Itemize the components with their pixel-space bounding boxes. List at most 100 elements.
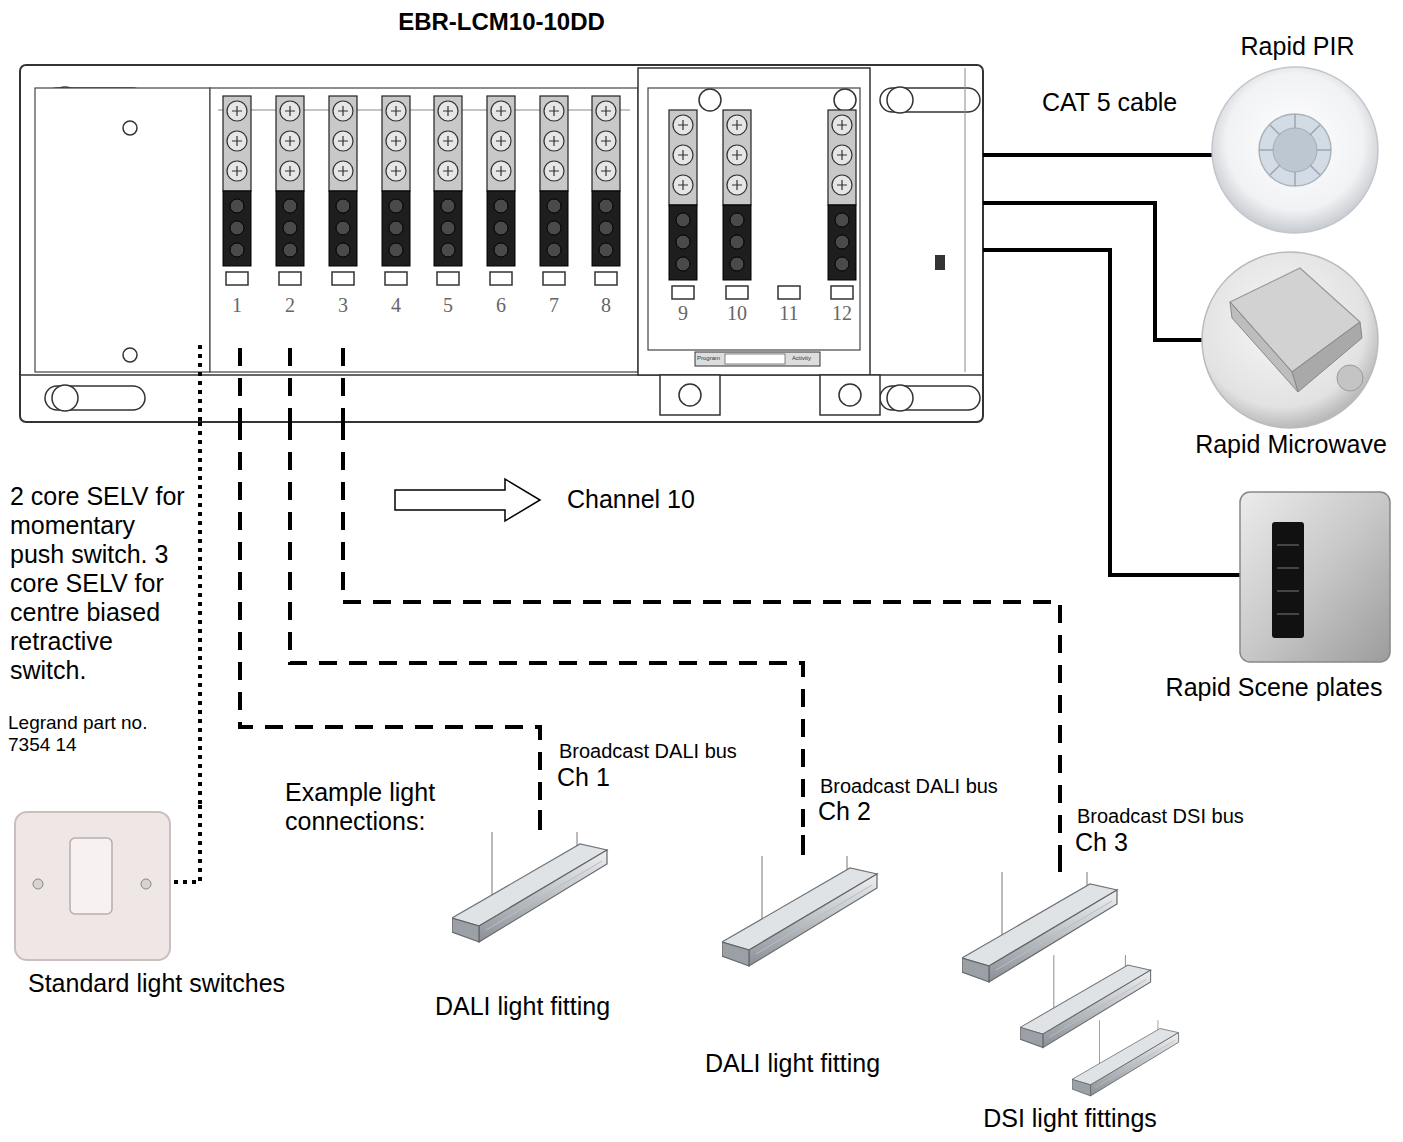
channel-number: 12 bbox=[822, 302, 862, 325]
light-switch-image bbox=[70, 838, 112, 914]
controller-unit: EBR-LCM10-10DD bbox=[20, 8, 983, 422]
device-label: Rapid Microwave bbox=[1195, 430, 1387, 459]
channel-tag: Ch 1 bbox=[557, 763, 610, 792]
wire-stubs bbox=[1148, 573, 1242, 577]
controller-housing bbox=[669, 110, 697, 299]
light-fittings-image bbox=[452, 832, 607, 942]
controller-housing bbox=[660, 375, 720, 415]
part-number: Legrand part no. 7354 14 bbox=[8, 712, 158, 756]
controller-housing bbox=[834, 89, 856, 111]
device-label: Rapid PIR bbox=[1241, 32, 1355, 61]
controller-housing bbox=[699, 89, 721, 111]
light-fittings-image bbox=[1072, 1020, 1179, 1096]
wire-stubs bbox=[341, 348, 345, 422]
led-label: Program bbox=[697, 355, 720, 362]
microwave-sensor-image bbox=[1230, 302, 1298, 392]
pir-sensor-image bbox=[1212, 67, 1378, 233]
light-switch-image bbox=[15, 812, 170, 960]
wire-stubs bbox=[538, 810, 542, 830]
controller-housing bbox=[276, 96, 304, 285]
controller-housing bbox=[648, 88, 860, 350]
controller-housing bbox=[123, 348, 137, 362]
edge-label: Broadcast DALI bus bbox=[818, 775, 1000, 798]
microwave-sensor-image bbox=[1292, 322, 1362, 392]
dsi-fittings: DSI light fittings bbox=[960, 852, 1180, 1137]
wire-stubs bbox=[198, 345, 202, 422]
wire-stubs bbox=[288, 348, 292, 422]
light-switch: Standard light switches bbox=[15, 805, 315, 1000]
controller-housing bbox=[434, 96, 462, 285]
controller-housing bbox=[487, 96, 515, 285]
channel-number: 5 bbox=[428, 294, 468, 317]
channel-number: 9 bbox=[663, 302, 703, 325]
wire-stubs bbox=[172, 805, 200, 882]
controller-housing bbox=[679, 384, 701, 406]
controller-housing bbox=[20, 65, 983, 422]
channel-number: 4 bbox=[376, 294, 416, 317]
controller-housing bbox=[382, 96, 410, 285]
microwave-sensor: Rapid Microwave bbox=[1185, 255, 1397, 465]
controller-housing bbox=[880, 385, 980, 411]
edge-label: 2 core SELV for momentary push switch. 3… bbox=[8, 482, 187, 685]
node-text-group: EBR-LCM10-10DD bbox=[20, 8, 983, 36]
pir-sensor: Rapid PIR bbox=[1205, 32, 1390, 237]
controller-housing bbox=[828, 110, 856, 299]
edge-label: Broadcast DSI bus bbox=[1075, 805, 1246, 828]
dsi-bus bbox=[343, 422, 1060, 852]
channel-number: 10 bbox=[717, 302, 757, 325]
example-note: Example light connections: bbox=[285, 778, 463, 836]
channel-number: 2 bbox=[270, 294, 310, 317]
scene-plate: Rapid Scene plates bbox=[1150, 488, 1398, 706]
channel-arrow bbox=[395, 479, 540, 521]
controller-housing bbox=[839, 384, 861, 406]
controller-housing bbox=[35, 88, 210, 372]
controller-housing bbox=[45, 385, 145, 411]
wire-stubs bbox=[172, 155, 1242, 882]
controller-housing bbox=[725, 354, 785, 364]
node-text-group: Standard light switches bbox=[15, 969, 315, 998]
device-label: DALI light fitting bbox=[435, 992, 610, 1021]
wire-stubs bbox=[238, 348, 242, 422]
wire-stubs bbox=[1058, 852, 1062, 872]
channel-number: 1 bbox=[217, 294, 257, 317]
microwave-sensor-image bbox=[1202, 252, 1378, 428]
controller-housing bbox=[820, 375, 880, 415]
controller-housing bbox=[20, 65, 983, 422]
channel-number: 8 bbox=[586, 294, 626, 317]
dali-bus bbox=[240, 422, 540, 810]
scene-plate-image bbox=[1272, 522, 1304, 638]
light-fittings-image bbox=[452, 832, 1179, 1096]
node-text-group: Rapid Scene plates bbox=[1150, 673, 1398, 702]
channel-tag: Ch 2 bbox=[818, 797, 871, 826]
pir-sensor-image bbox=[1259, 114, 1331, 186]
light-fittings-image bbox=[1020, 955, 1150, 1048]
channel-number: 3 bbox=[323, 294, 363, 317]
device-label: Standard light switches bbox=[28, 969, 285, 998]
controller-housing bbox=[935, 255, 945, 270]
node-text-group: Rapid Microwave bbox=[1185, 430, 1397, 459]
node-text-group: Rapid PIR bbox=[1205, 32, 1390, 61]
pir-sensor-image bbox=[1212, 67, 1378, 233]
light-switch-image bbox=[141, 879, 151, 889]
controller-housing bbox=[965, 68, 966, 372]
controller-housing bbox=[540, 96, 568, 285]
unit-title: EBR-LCM10-10DD bbox=[398, 8, 605, 36]
wire-stubs bbox=[801, 835, 805, 855]
node-text-group: DSI light fittings bbox=[960, 1104, 1180, 1133]
light-fittings-image bbox=[722, 856, 877, 966]
dali-bus bbox=[290, 422, 803, 835]
controller-housing bbox=[329, 96, 357, 285]
channel-arrow bbox=[395, 479, 540, 521]
light-switch-image bbox=[33, 879, 43, 889]
controller-housing bbox=[592, 96, 620, 285]
device-label: DSI light fittings bbox=[983, 1104, 1157, 1133]
cat5-cable bbox=[983, 203, 1185, 340]
edge-label: Broadcast DALI bus bbox=[557, 740, 739, 763]
controller-housing bbox=[723, 110, 751, 299]
controller-housing bbox=[223, 96, 251, 285]
device-label: DALI light fitting bbox=[705, 1049, 880, 1078]
controller-housing bbox=[778, 286, 800, 299]
led-label: Activity bbox=[792, 355, 811, 362]
scene-plate-image bbox=[1240, 492, 1390, 662]
